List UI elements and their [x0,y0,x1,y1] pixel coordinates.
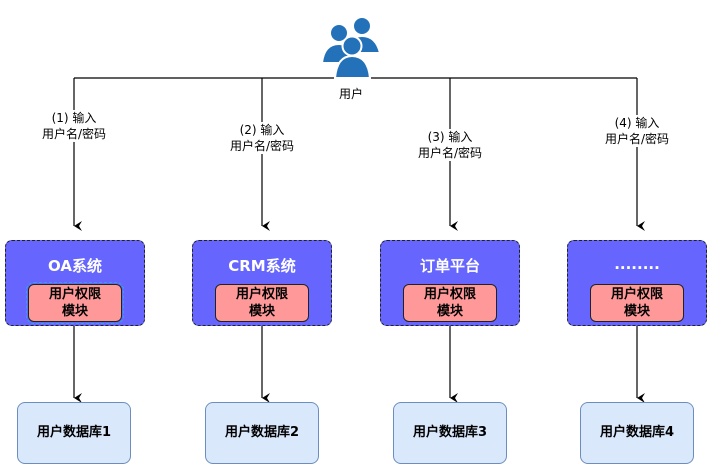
edge-label-2: (2) 输入 用户名/密码 [207,122,317,154]
system-title: 订单平台 [419,257,480,275]
edge-label-3: (3) 输入 用户名/密码 [395,129,505,161]
module-label: 用户权限 [610,287,663,302]
module-to-db-arrows [73,322,645,403]
user-database-3[interactable]: 用户数据库3 [393,402,507,464]
module-label: 模块 [248,304,275,319]
user-database-2[interactable]: 用户数据库2 [205,402,319,464]
system-title: CRM系统 [228,257,296,275]
user-permission-module[interactable]: 用户权限 模块 [403,284,497,322]
system-title: ........ [614,255,660,273]
edge-label-line: 用户名/密码 [41,127,107,141]
user-permission-module[interactable]: 用户权限 模块 [590,284,684,322]
edge-label-1: (1) 输入 用户名/密码 [19,110,129,142]
users-group-icon [320,16,382,79]
module-label: 用户权限 [48,287,101,302]
module-label: 用户权限 [235,287,288,302]
module-label: 用户权限 [423,287,476,302]
system-oa[interactable]: OA系统 用户权限 模块 [5,240,145,326]
user-database-4[interactable]: 用户数据库4 [580,402,694,464]
edge-label-4: (4) 输入 用户名/密码 [582,115,692,147]
module-label: 模块 [623,304,650,319]
user-database-1[interactable]: 用户数据库1 [17,402,131,464]
edge-label-line: (4) 输入 [614,116,660,130]
edge-label-line: 用户名/密码 [417,146,483,160]
user-permission-module[interactable]: 用户权限 模块 [215,284,309,322]
system-other[interactable]: ........ 用户权限 模块 [567,240,707,326]
system-title: OA系统 [48,257,102,275]
module-label: 模块 [436,304,463,319]
system-order-platform[interactable]: 订单平台 用户权限 模块 [380,240,520,326]
system-crm[interactable]: CRM系统 用户权限 模块 [192,240,332,326]
user-label: 用户 [338,87,363,101]
edge-label-line: 用户名/密码 [229,139,295,153]
module-label: 模块 [61,304,88,319]
edge-label-line: (1) 输入 [51,111,97,125]
edge-label-line: (3) 输入 [427,130,473,144]
edge-label-line: (2) 输入 [239,123,285,137]
edge-label-line: 用户名/密码 [604,132,670,146]
user-permission-module[interactable]: 用户权限 模块 [26,282,124,324]
